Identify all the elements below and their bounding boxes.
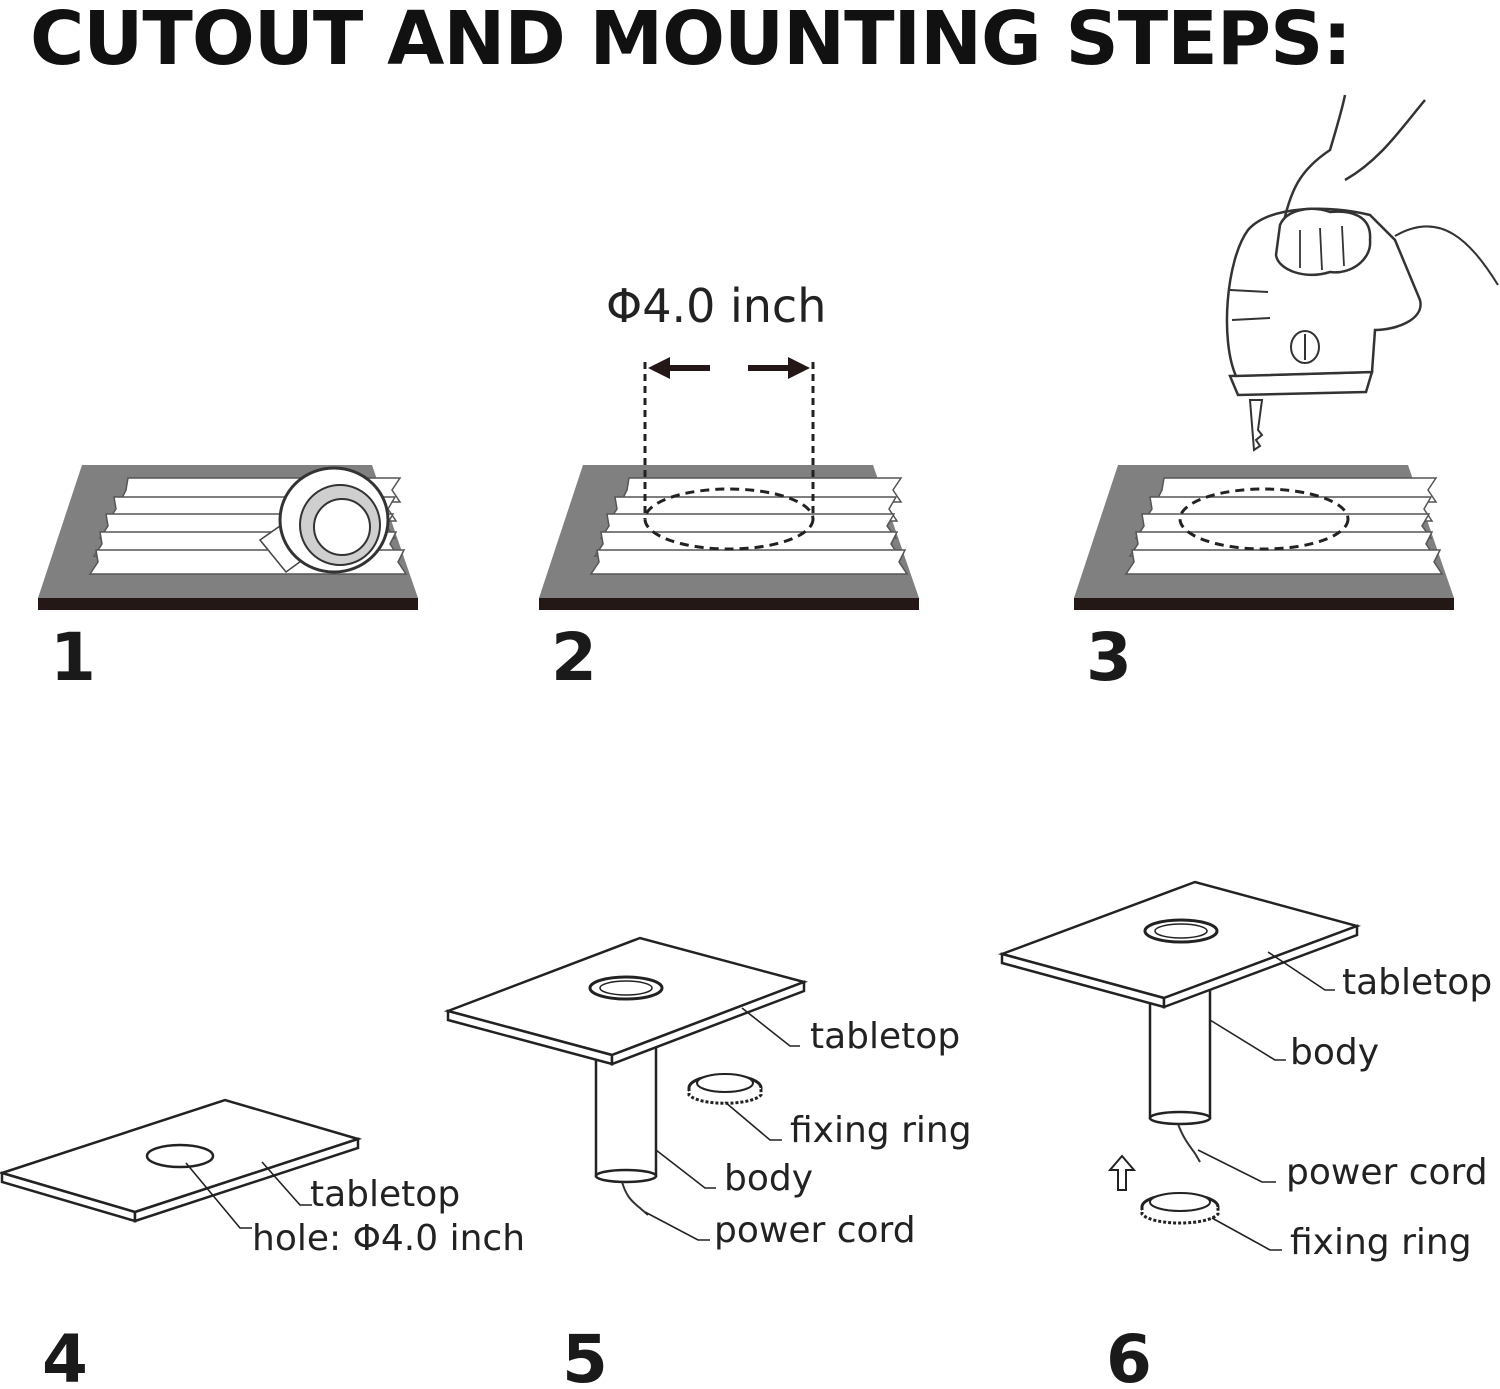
page-title: CUTOUT AND MOUNTING STEPS:	[30, 0, 1352, 82]
tape-roll-icon	[258, 466, 390, 574]
step-3-number: 3	[1086, 619, 1132, 696]
step-1-tabletop-with-tape	[38, 465, 418, 610]
up-arrow-icon	[1107, 1154, 1137, 1191]
step-6-power-cord-label: power cord	[1286, 1152, 1488, 1193]
fixing-ring	[1140, 1192, 1220, 1225]
step-6-body-label: body	[1290, 1032, 1379, 1073]
step-6-number: 6	[1106, 1321, 1152, 1389]
step-2-number: 2	[551, 619, 597, 696]
step-6-fixing-ring-label: fixing ring	[1290, 1222, 1472, 1263]
step-6-secure-ring	[997, 880, 1362, 1251]
dimension-arrows	[648, 357, 810, 379]
step-5-power-cord-label: power cord	[714, 1210, 916, 1251]
step-4-tabletop-label: tabletop	[310, 1174, 460, 1215]
step-4-number: 4	[42, 1321, 88, 1389]
step-6-tabletop-label: tabletop	[1342, 962, 1492, 1003]
step-4-hole-label: hole: Φ4.0 inch	[252, 1218, 525, 1259]
step-4-tabletop-hole	[0, 1098, 363, 1229]
step-5-insert-body	[443, 936, 809, 1241]
step-2-mark-circle	[539, 357, 919, 610]
hand-icon	[1274, 94, 1426, 277]
dimension-label: Φ4.0 inch	[606, 279, 826, 333]
step-3-cut-hole	[1074, 94, 1499, 610]
fixing-ring	[687, 1073, 763, 1105]
step-5-body-label: body	[724, 1158, 813, 1199]
step-5-tabletop-label: tabletop	[810, 1016, 960, 1057]
step-1-number: 1	[50, 619, 96, 696]
step-5-number: 5	[562, 1321, 608, 1389]
step-5-fixing-ring-label: fixing ring	[790, 1110, 972, 1151]
